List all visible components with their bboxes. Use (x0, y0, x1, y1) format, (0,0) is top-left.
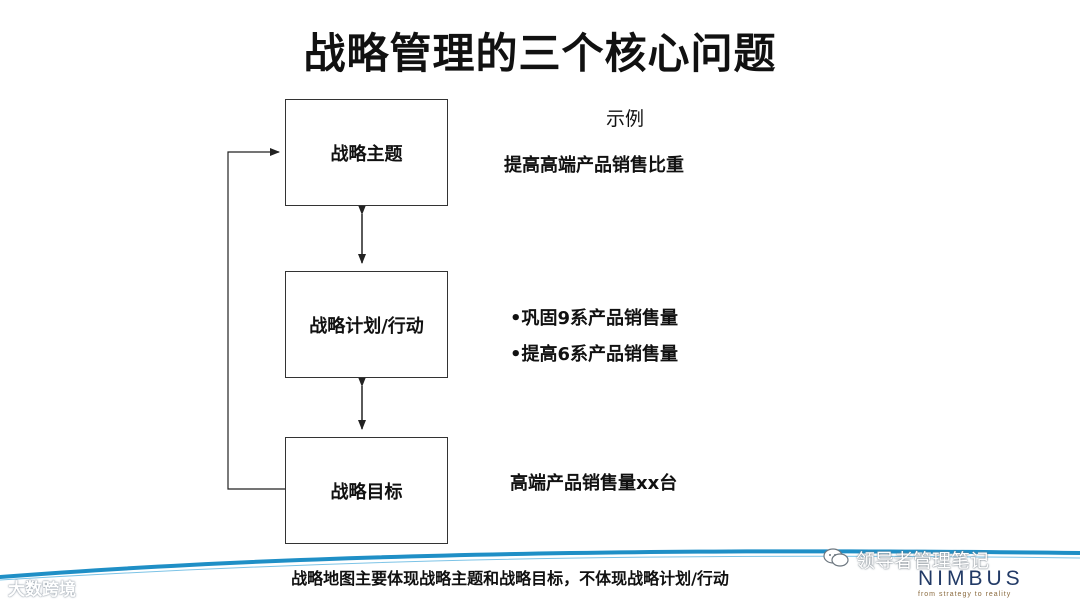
goal-example: 高端产品销售量xx台 (510, 473, 678, 494)
footer-wave-thin (0, 555, 1080, 581)
footer-wave (0, 549, 1080, 579)
wechat-icon (823, 548, 849, 567)
footer-note: 战略地图主要体现战略主题和战略目标，不体现战略计划/行动 (291, 569, 729, 588)
brand-logo: NIMBUS (918, 567, 1024, 590)
plan-example-1: •巩固9系产品销售量 (510, 308, 679, 329)
goal-box: 战略目标 (285, 437, 448, 544)
plan-box-label: 战略计划/行动 (309, 315, 424, 337)
watermark-left: 大数跨境 (8, 580, 76, 600)
goal-box-label: 战略目标 (330, 481, 403, 503)
page-title: 战略管理的三个核心问题 (303, 29, 777, 78)
theme-box-label: 战略主题 (330, 143, 403, 165)
feedback-loop-arrow (227, 148, 285, 490)
plan-box: 战略计划/行动 (285, 271, 448, 378)
watermark-right: 领导者管理笔记 (856, 550, 990, 572)
brand-tagline: from strategy to reality (918, 591, 1012, 598)
plan-example-2: •提高6系产品销售量 (510, 344, 679, 365)
example-heading: 示例 (606, 108, 645, 130)
theme-example: 提高高端产品销售比重 (504, 155, 684, 176)
theme-box: 战略主题 (285, 99, 448, 206)
